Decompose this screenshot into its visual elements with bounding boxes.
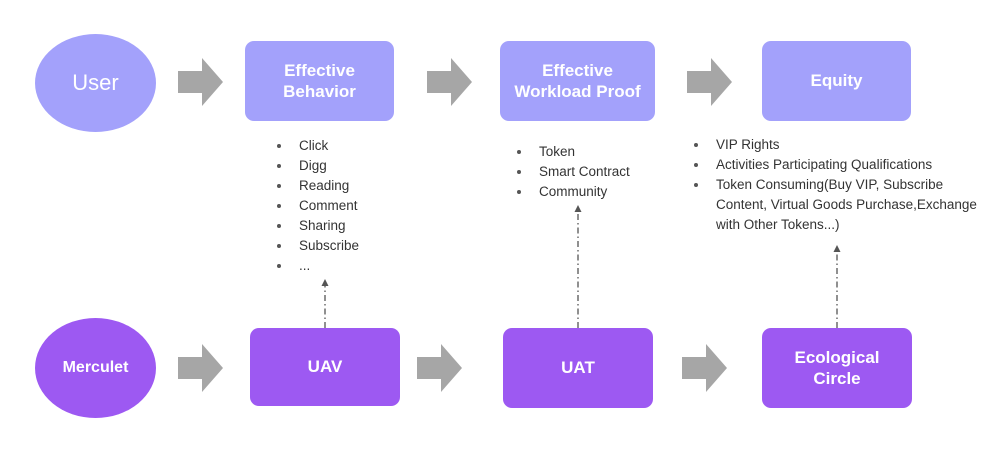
list-item: VIP Rights bbox=[692, 135, 992, 155]
arrow-user-to-behavior bbox=[178, 58, 223, 106]
list-item: Reading bbox=[275, 176, 359, 196]
arrow-uat-to-ecological-circle bbox=[682, 344, 727, 392]
list-item: Comment bbox=[275, 196, 359, 216]
proof-list: Token Smart Contract Community bbox=[515, 142, 630, 202]
connector-ecological-to-equity bbox=[833, 245, 841, 328]
arrow-merculet-to-uav bbox=[178, 344, 223, 392]
user-label: User bbox=[72, 70, 119, 96]
list-item: Sharing bbox=[275, 216, 359, 236]
list-item: ... bbox=[275, 256, 359, 276]
ecological-circle-box: Ecological Circle bbox=[762, 328, 912, 408]
list-item: Click bbox=[275, 136, 359, 156]
equity-list: VIP Rights Activities Participating Qual… bbox=[692, 135, 992, 235]
arrow-uav-to-uat bbox=[417, 344, 462, 392]
equity-box: Equity bbox=[762, 41, 911, 121]
effective-workload-proof-box: Effective Workload Proof bbox=[500, 41, 655, 121]
connector-uat-to-proof bbox=[574, 205, 582, 328]
list-item: Activities Participating Qualifications bbox=[692, 155, 992, 175]
list-item: Community bbox=[515, 182, 630, 202]
uav-box: UAV bbox=[250, 328, 400, 406]
user-node: User bbox=[35, 34, 156, 132]
list-item: Subscribe bbox=[275, 236, 359, 256]
arrow-behavior-to-proof bbox=[427, 58, 472, 106]
uat-box: UAT bbox=[503, 328, 653, 408]
list-item: Token bbox=[515, 142, 630, 162]
effective-behavior-box: Effective Behavior bbox=[245, 41, 394, 121]
uat-label: UAT bbox=[561, 358, 595, 378]
arrow-proof-to-equity bbox=[687, 58, 732, 106]
effective-workload-proof-label: Effective Workload Proof bbox=[514, 60, 641, 101]
merculet-label: Merculet bbox=[62, 359, 129, 376]
list-item: Token Consuming(Buy VIP, Subscribe Conte… bbox=[692, 175, 984, 235]
list-item: Digg bbox=[275, 156, 359, 176]
effective-behavior-label: Effective Behavior bbox=[283, 60, 356, 101]
ecological-circle-label: Ecological Circle bbox=[794, 347, 880, 388]
list-item: Smart Contract bbox=[515, 162, 630, 182]
uav-label: UAV bbox=[307, 357, 343, 377]
connector-uav-to-behavior bbox=[321, 279, 329, 328]
merculet-node: Merculet bbox=[35, 318, 156, 418]
equity-label: Equity bbox=[810, 71, 863, 91]
behavior-list: Click Digg Reading Comment Sharing Subsc… bbox=[275, 136, 359, 276]
